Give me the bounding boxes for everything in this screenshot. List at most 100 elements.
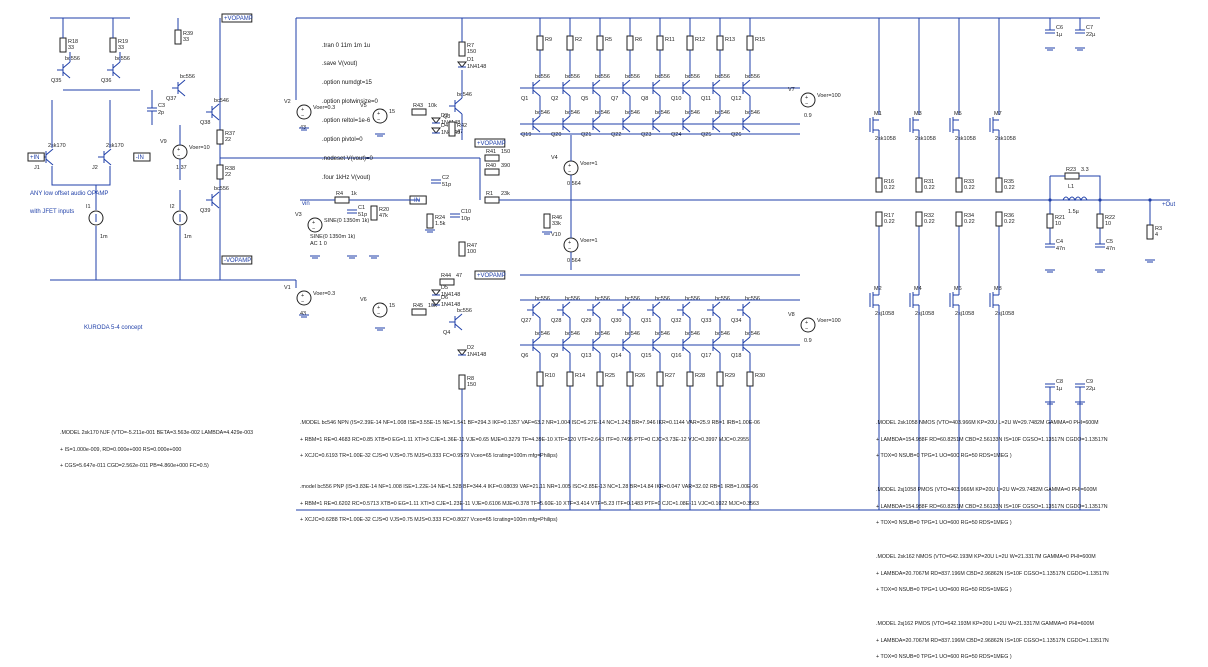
transistor-ref: Q38	[200, 120, 210, 126]
resistor-body	[411, 308, 427, 316]
bjt-collector	[592, 79, 601, 87]
diode-triangle	[430, 299, 442, 306]
transistor-ref: Q31	[641, 318, 651, 324]
bjt-transistor	[206, 191, 220, 209]
bjt-collector	[211, 103, 220, 111]
capacitor-value: 22µ	[1086, 32, 1096, 38]
bjt-collector	[712, 336, 721, 344]
source-plus: +	[301, 107, 304, 113]
resistor-body	[109, 37, 117, 53]
resistor	[484, 168, 500, 176]
capacitor-ref: C8	[1056, 379, 1063, 385]
mosfet-ref: M6	[954, 286, 962, 292]
resistor	[458, 241, 466, 257]
transistor-model: bc556	[457, 308, 472, 314]
resistor-body	[484, 196, 500, 204]
transistor-ref: Q6	[521, 353, 528, 359]
bjt-collector	[652, 115, 661, 123]
transistor-ref: J1	[34, 165, 40, 171]
source-minus: −	[805, 326, 808, 332]
resistor-ref: R38	[225, 166, 235, 172]
capacitor-ref: C5	[1106, 239, 1113, 245]
bjt-collector	[712, 79, 721, 87]
resistor-body	[1096, 213, 1104, 229]
resistor-ref: R36	[1004, 213, 1014, 219]
bjt-collector	[652, 79, 661, 87]
source-circle	[296, 290, 312, 306]
bjt-emitter	[712, 125, 721, 133]
resistor-value: 22	[225, 137, 231, 143]
net-label: +VOPAMP	[477, 273, 506, 279]
capacitor-value: 10p	[461, 216, 470, 222]
transistor-model: bc556	[655, 74, 670, 80]
diode	[456, 61, 468, 68]
bjt-collector	[622, 301, 631, 309]
spice-line: .option plotwinsize=0	[322, 99, 378, 106]
resistor-ref: R10	[545, 373, 555, 379]
bjt-collector	[592, 115, 601, 123]
bjt-emitter	[592, 346, 601, 354]
resistor-ref: R39	[183, 31, 193, 37]
resistor-body	[334, 196, 350, 204]
resistor-ref: R12	[695, 37, 705, 43]
source-value: Voer=1	[580, 161, 598, 167]
bjt-emitter	[103, 158, 112, 166]
transistor-ref: Q39	[200, 208, 210, 214]
resistor-value: 23k	[501, 191, 510, 197]
net-label: +IN	[30, 155, 40, 161]
transistor-model: bc546	[457, 92, 472, 98]
bjt-emitter	[682, 311, 691, 319]
resistor-body	[484, 154, 500, 162]
source-circle	[296, 104, 312, 120]
source-circle	[372, 302, 388, 318]
source-value: 1m	[100, 234, 108, 240]
bjt-emitter	[532, 125, 541, 133]
transistor-ref: Q9	[551, 353, 558, 359]
model-line: + LAMBDA=154.988F RD=60.8251M CBD=2.5613…	[876, 436, 1108, 443]
source-value: Voer=100	[817, 318, 841, 324]
transistor-ref: Q23	[641, 132, 651, 138]
transistor-ref: Q8	[641, 96, 648, 102]
bjt-transistor	[557, 301, 571, 319]
resistor-ref: R24	[435, 215, 445, 221]
bjt-emitter	[652, 125, 661, 133]
transistor-model: bc556	[715, 296, 730, 302]
transistor-model: bc546	[535, 331, 550, 337]
resistor	[458, 41, 466, 57]
transistor-model: bc556	[595, 74, 610, 80]
source-minus: −	[301, 113, 304, 119]
bjt-emitter	[622, 311, 631, 319]
transistor-ref: Q1	[521, 96, 528, 102]
model-line: + CGS=5.647e-011 CGD=2.562e-011 PB=4.860…	[60, 463, 209, 470]
resistor-value: 1k	[351, 191, 357, 197]
transistor-ref: Q7	[611, 96, 618, 102]
resistor	[370, 205, 378, 221]
resistor	[686, 35, 694, 51]
transistor-model: 2sk170	[106, 143, 124, 149]
net-label: -VOPAMP	[224, 258, 251, 264]
source-minus: −	[377, 311, 380, 317]
mosfet	[949, 292, 959, 308]
bjt-emitter	[652, 311, 661, 319]
resistor-value: 4	[1155, 232, 1158, 238]
bjt-emitter	[211, 113, 220, 121]
mosfet-ref: M3	[914, 111, 922, 117]
bjt-emitter	[682, 89, 691, 97]
resistor-body	[484, 168, 500, 176]
bjt-emitter	[592, 89, 601, 97]
bjt-collector	[712, 301, 721, 309]
transistor-ref: Q37	[166, 96, 176, 102]
resistor	[216, 129, 224, 145]
bjt-collector	[712, 115, 721, 123]
resistor-value: 47k	[379, 213, 388, 219]
spice-line: .option reltol=1e-6	[322, 118, 371, 125]
transistor-model: 2sk170	[48, 143, 66, 149]
net-flag	[474, 138, 506, 148]
resistor-value: 150	[467, 49, 476, 55]
transistor-model: bc556	[565, 74, 580, 80]
resistor-value: 47	[457, 129, 463, 135]
mosfet	[909, 292, 919, 308]
bjt-emitter	[62, 71, 71, 79]
transistor-model: bc556	[595, 296, 610, 302]
capacitor-ref: C9	[1086, 379, 1093, 385]
